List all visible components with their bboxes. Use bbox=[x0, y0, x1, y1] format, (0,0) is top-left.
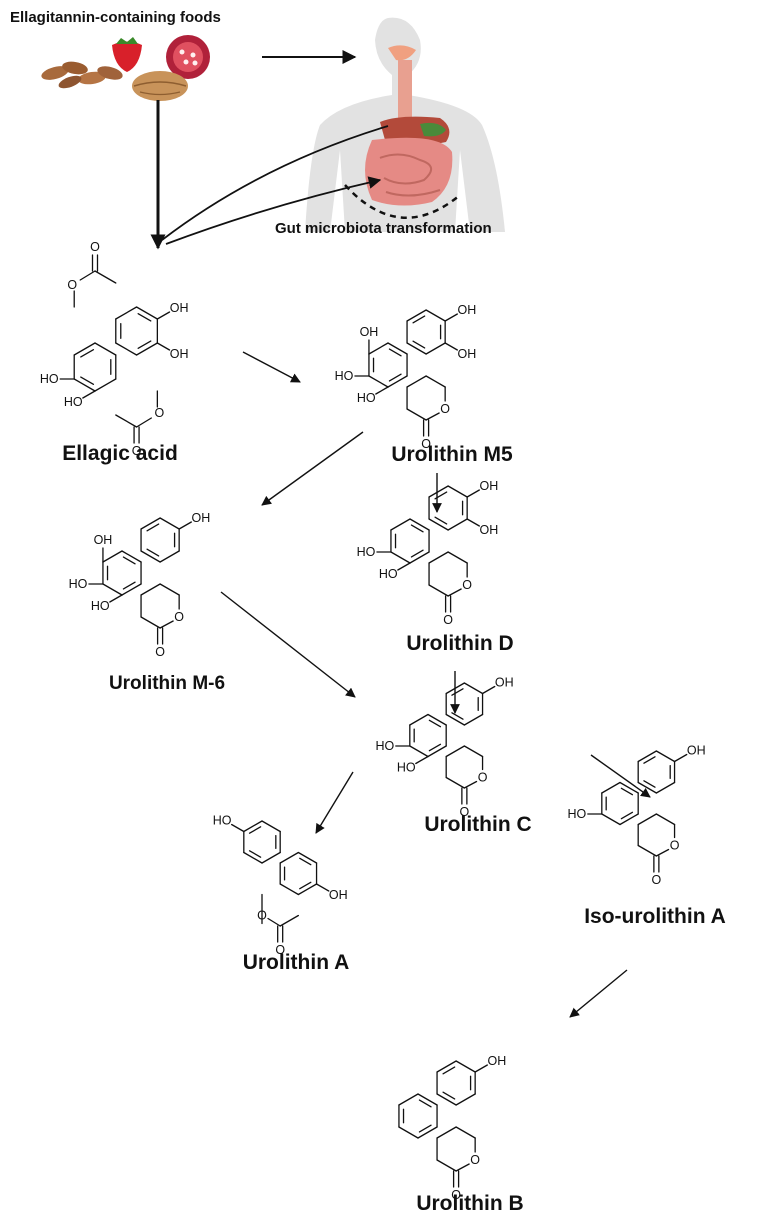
arrow-m5-to-m6 bbox=[261, 431, 364, 506]
arrow-ellagic-to-m5 bbox=[242, 351, 301, 383]
compound-label-ellagic-acid: Ellagic acid bbox=[62, 442, 178, 465]
arrow-c-to-a bbox=[315, 771, 354, 834]
carbonyl-oxygen: O bbox=[460, 805, 470, 819]
ring-oxygen: O bbox=[462, 578, 472, 592]
gut-loop-upper bbox=[161, 125, 389, 241]
hydroxyl-group: HO bbox=[379, 567, 398, 581]
ring-oxygen: O bbox=[670, 839, 680, 853]
hydroxyl-group: HO bbox=[335, 369, 354, 383]
hydroxyl-group: OH bbox=[480, 523, 499, 537]
ring-oxygen: O bbox=[440, 402, 450, 416]
hydroxyl-group: HO bbox=[91, 599, 110, 613]
hydroxyl-group: HO bbox=[375, 739, 394, 753]
carbonyl-oxygen: O bbox=[90, 240, 100, 254]
human-body-icon bbox=[305, 17, 505, 232]
compound-label-urolithin-a: Urolithin A bbox=[243, 951, 350, 974]
strawberry-icon bbox=[112, 37, 142, 72]
gut-dashed-arc bbox=[344, 184, 461, 219]
arrow-m6-to-c bbox=[220, 591, 356, 698]
carbonyl-oxygen: O bbox=[421, 437, 431, 451]
ring-oxygen: O bbox=[478, 771, 488, 785]
walnut-icon bbox=[132, 71, 188, 101]
compound-label-urolithin-b: Urolithin B bbox=[416, 1192, 523, 1215]
ring-oxygen: O bbox=[174, 610, 184, 624]
hydroxyl-group: OH bbox=[458, 347, 477, 361]
arrow-iso-a-to-b bbox=[569, 969, 628, 1018]
ring-oxygen: O bbox=[470, 1153, 480, 1167]
hydroxyl-group: HO bbox=[213, 814, 232, 828]
hydroxyl-group: HO bbox=[567, 807, 586, 821]
gut-loop-lower bbox=[165, 176, 382, 245]
hydroxyl-group: OH bbox=[170, 301, 189, 315]
ring-oxygen: O bbox=[67, 278, 77, 292]
carbonyl-oxygen: O bbox=[155, 645, 165, 659]
molecule-iso-urolithin-a: O O HO OH bbox=[567, 744, 705, 888]
compound-label-urolithin-c: Urolithin C bbox=[424, 813, 531, 836]
molecule-structures: OOOOHOHOOHOHOOOHHOHOOHOHOOOHHOHOOHOOHOHO… bbox=[40, 240, 706, 1202]
hydroxyl-group: OH bbox=[687, 744, 706, 758]
hydroxyl-group: HO bbox=[40, 372, 59, 386]
hydroxyl-group: OH bbox=[170, 347, 189, 361]
carbonyl-oxygen: O bbox=[652, 873, 662, 887]
ring-oxygen: O bbox=[154, 406, 164, 420]
hydroxyl-group: HO bbox=[357, 391, 376, 405]
carbonyl-oxygen: O bbox=[451, 1188, 461, 1202]
molecule-ellagic-acid: O O O O HO HO OH OH bbox=[40, 240, 189, 458]
compound-label-urolithin-m6: Urolithin M-6 bbox=[109, 673, 225, 694]
hydroxyl-group: OH bbox=[480, 479, 499, 493]
hydroxyl-group: OH bbox=[495, 676, 514, 690]
ring-oxygen: O bbox=[257, 909, 267, 923]
carbonyl-oxygen: O bbox=[132, 444, 142, 458]
hydroxyl-group: OH bbox=[94, 533, 113, 547]
foods-label: Ellagitannin-containing foods bbox=[10, 9, 221, 26]
arrow-c-to-iso-a bbox=[590, 754, 651, 798]
hydroxyl-group: HO bbox=[69, 577, 88, 591]
carbonyl-oxygen: O bbox=[275, 943, 285, 957]
compound-label-urolithin-m5: Urolithin M5 bbox=[391, 443, 513, 466]
compound-label-urolithin-d: Urolithin D bbox=[406, 632, 513, 655]
hydroxyl-group: OH bbox=[192, 511, 211, 525]
hydroxyl-group: OH bbox=[329, 888, 348, 902]
molecule-urolithin-a: O O HO OH bbox=[213, 814, 348, 958]
hydroxyl-group: HO bbox=[64, 395, 83, 409]
gut-label: Gut microbiota transformation bbox=[275, 220, 492, 237]
hydroxyl-group: OH bbox=[458, 303, 477, 317]
hydroxyl-group: HO bbox=[397, 761, 416, 775]
hydroxyl-group: OH bbox=[488, 1054, 507, 1068]
hydroxyl-group: OH bbox=[360, 325, 379, 339]
almond-icon bbox=[41, 61, 123, 89]
hydroxyl-group: HO bbox=[357, 545, 376, 559]
carbonyl-oxygen: O bbox=[443, 613, 453, 627]
compound-label-iso-urolithin-a: Iso-urolithin A bbox=[584, 905, 726, 928]
pomegranate-icon bbox=[166, 35, 210, 79]
molecule-urolithin-b: O O OH bbox=[398, 1054, 507, 1202]
